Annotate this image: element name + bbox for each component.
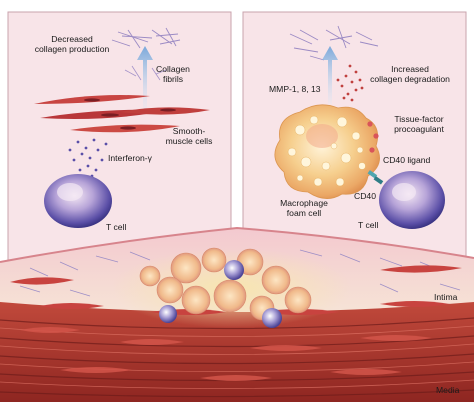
label-tissue-factor-line2: procoagulant bbox=[394, 124, 444, 134]
collagen-fibrils-top-left bbox=[111, 27, 181, 49]
plaque-foam-cells bbox=[139, 247, 312, 321]
label-tissue-factor: Tissue-factor procoagulant bbox=[384, 114, 454, 134]
tissue-factor-markers bbox=[367, 121, 379, 153]
collagen-arrow-left bbox=[137, 46, 153, 110]
label-decreased-collagen-line2: collagen production bbox=[34, 44, 110, 54]
media-cells bbox=[20, 327, 432, 381]
label-tissue-factor-line1: Tissue-factor bbox=[394, 114, 444, 124]
label-media: Media bbox=[436, 385, 460, 395]
collagen-arrow-right bbox=[322, 46, 338, 104]
cd40-connector bbox=[367, 170, 384, 185]
endothelium bbox=[0, 226, 474, 263]
intima-fibrils bbox=[19, 249, 461, 297]
label-increased-collagen: Increased collagen degradation bbox=[360, 64, 460, 84]
label-increased-collagen-line2: collagen degradation bbox=[370, 74, 450, 84]
label-t-cell-left: T cell bbox=[106, 222, 127, 232]
mmp-particles bbox=[336, 64, 364, 102]
label-collagen-fibrils: Collagen fibrils bbox=[148, 64, 198, 84]
label-decreased-collagen: Decreased collagen production bbox=[32, 34, 112, 54]
label-macrophage-foam-cell: Macrophage foam cell bbox=[274, 198, 334, 218]
label-cd40: CD40 bbox=[354, 191, 376, 201]
t-cell-left bbox=[44, 174, 112, 228]
label-decreased-collagen-line1: Decreased bbox=[51, 34, 93, 44]
smooth-muscle-cells bbox=[34, 95, 210, 133]
label-collagen-fibrils-line1: Collagen bbox=[156, 64, 190, 74]
interferon-gamma-particles bbox=[68, 138, 108, 178]
t-cell-right bbox=[379, 171, 445, 229]
collagen-fibrils-mid-left bbox=[124, 65, 167, 81]
label-smooth-muscle-line2: muscle cells bbox=[165, 136, 213, 146]
media-stripes-light bbox=[0, 325, 474, 389]
label-macrophage-line2: foam cell bbox=[286, 208, 322, 218]
label-smooth-muscle-line1: Smooth- bbox=[172, 126, 206, 136]
label-macrophage-line1: Macrophage bbox=[280, 198, 328, 208]
plaque-t-cells bbox=[159, 260, 282, 328]
macrophage-foam-cell bbox=[274, 104, 380, 199]
label-increased-collagen-line1: Increased bbox=[391, 64, 429, 74]
label-mmp: MMP-1, 8, 13 bbox=[269, 84, 321, 94]
label-intima: Intima bbox=[434, 292, 458, 302]
collagen-fibrils-top-right bbox=[289, 25, 379, 61]
label-interferon-gamma: Interferon-γ bbox=[108, 153, 152, 163]
label-collagen-fibrils-line2: fibrils bbox=[162, 74, 184, 84]
label-t-cell-right: T cell bbox=[358, 220, 379, 230]
label-cd40-ligand: CD40 ligand bbox=[383, 155, 431, 165]
label-smooth-muscle-cells: Smooth- muscle cells bbox=[160, 126, 218, 146]
